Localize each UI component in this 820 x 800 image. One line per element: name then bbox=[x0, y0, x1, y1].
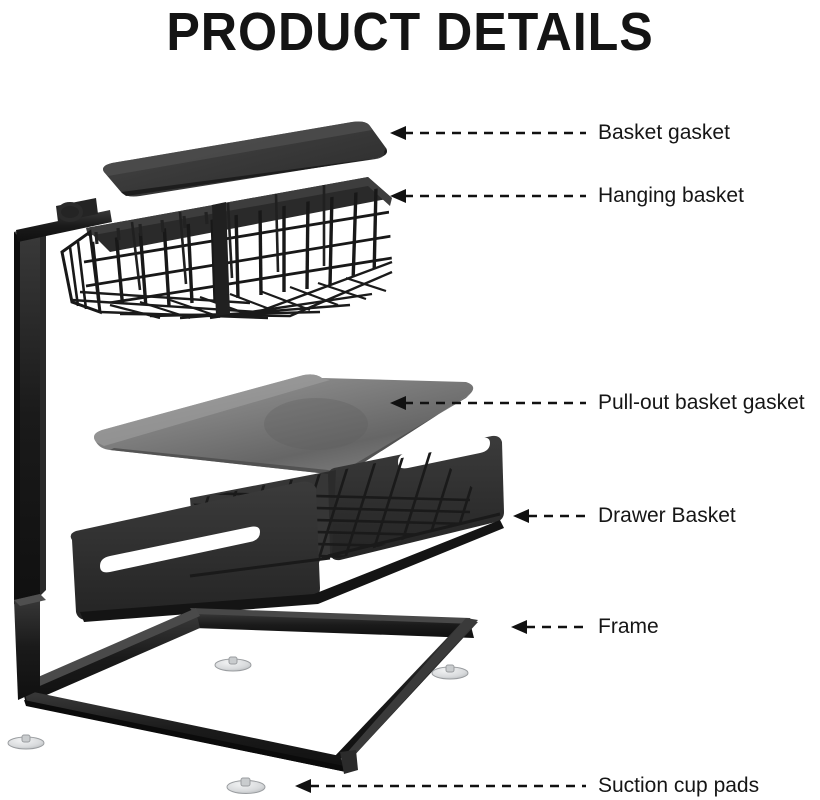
frame-base bbox=[14, 594, 478, 774]
drawer-basket-body bbox=[70, 435, 504, 622]
leader-arrowhead-drawer-basket bbox=[513, 509, 529, 523]
leader-hanging-basket bbox=[390, 189, 586, 203]
leader-arrowhead-suction-cup-pads bbox=[295, 779, 311, 793]
leader-arrowhead-hanging-basket bbox=[390, 189, 406, 203]
basket-gasket-plate bbox=[103, 121, 387, 197]
leader-frame bbox=[511, 620, 586, 634]
suction-pad-back bbox=[214, 656, 252, 672]
hanging-basket-body bbox=[60, 177, 393, 320]
leader-pullout-basket-gasket bbox=[390, 396, 586, 410]
leader-basket-gasket bbox=[390, 126, 586, 140]
leader-suction-cup-pads bbox=[295, 779, 586, 793]
callout-label-frame: Frame bbox=[598, 615, 659, 638]
pullout-gasket-plate bbox=[94, 374, 474, 475]
leader-arrowhead-basket-gasket bbox=[390, 126, 406, 140]
callout-label-basket-gasket: Basket gasket bbox=[598, 121, 730, 144]
frame-top-arm bbox=[16, 198, 112, 242]
callout-label-drawer-basket: Drawer Basket bbox=[598, 504, 736, 527]
suction-pad-front bbox=[226, 777, 266, 794]
leader-arrowhead-pullout-basket-gasket bbox=[390, 396, 406, 410]
callout-leaders bbox=[295, 126, 586, 793]
leader-arrowhead-frame bbox=[511, 620, 527, 634]
hanging-basket-hooks bbox=[94, 211, 209, 245]
frame-post bbox=[14, 226, 46, 606]
leader-drawer-basket bbox=[513, 509, 586, 523]
suction-pad-right bbox=[431, 664, 469, 680]
callout-label-suction-cup-pads: Suction cup pads bbox=[598, 774, 760, 797]
page-title: PRODUCT DETAILS bbox=[166, 2, 654, 62]
callout-label-pull-out-basket-gasket: Pull-out basket gasket bbox=[598, 391, 805, 414]
suction-pad-left bbox=[7, 734, 45, 750]
callout-label-hanging-basket: Hanging basket bbox=[598, 184, 744, 207]
